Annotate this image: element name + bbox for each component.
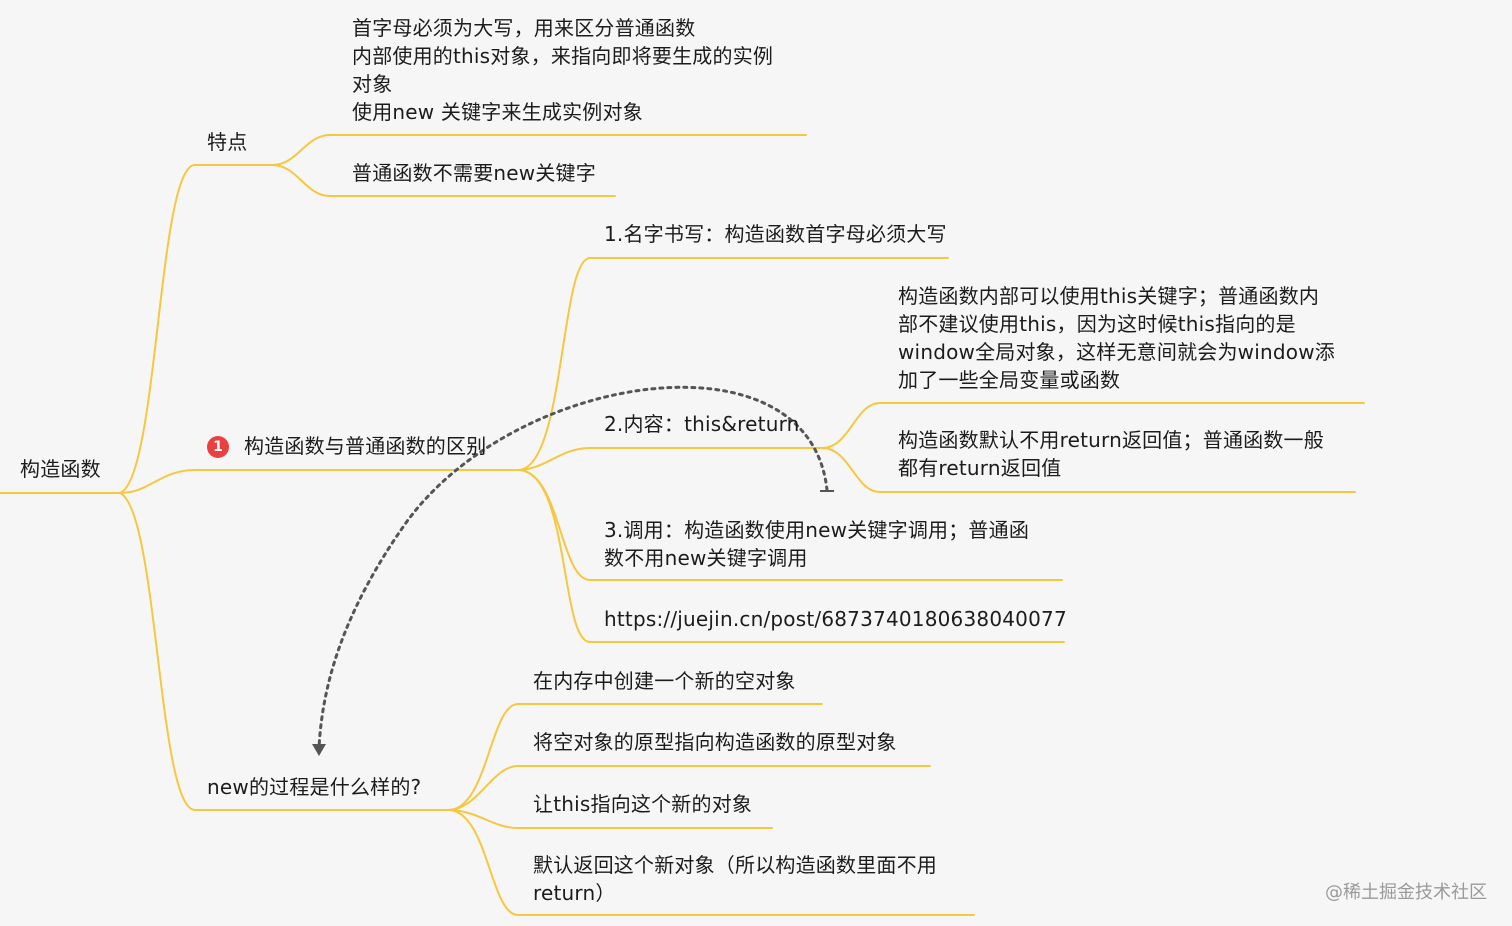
edge-content-2 [821, 447, 1356, 493]
content-child-this[interactable]: 构造函数内部可以使用this关键字；普通函数内 部不建议使用this，因为这时候… [898, 282, 1335, 394]
diff-item-link[interactable]: https://juejin.cn/post/68737401806380400… [604, 607, 1067, 631]
new-step-4-line: 默认返回这个新对象（所以构造函数里面不用 [533, 853, 937, 877]
edge-root-difference [119, 469, 196, 494]
features-item-1-line: 对象 [352, 72, 393, 96]
features-item-1-line: 首字母必须为大写，用来区分普通函数 [352, 16, 696, 40]
new-step-4[interactable]: 默认返回这个新对象（所以构造函数里面不用 return） [533, 851, 937, 907]
edge-content-1 [821, 402, 1365, 449]
edge-features-2 [271, 164, 616, 197]
new-process-node[interactable]: new的过程是什么样的? [207, 775, 422, 799]
priority-1-icon: 1 [207, 436, 229, 458]
edge-root-features [119, 164, 196, 494]
diff-item-call-line: 3.调用：构造函数使用new关键字调用；普通函 [604, 518, 1030, 542]
features-item-1-line: 内部使用的this对象，来指向即将要生成的实例 [352, 44, 774, 68]
root-node[interactable]: 构造函数 [20, 457, 101, 481]
content-child-this-line: 部不建议使用this，因为这时候this指向的是 [898, 312, 1296, 336]
edge-new-4 [447, 809, 975, 916]
watermark: @稀土掘金技术社区 [1325, 882, 1487, 903]
diff-item-call-line: 数不用new关键字调用 [604, 546, 808, 570]
content-child-return-line: 都有return返回值 [898, 456, 1062, 480]
new-step-4-line: return） [533, 881, 616, 905]
relation-arrow-head [312, 744, 326, 756]
edge-new-2 [447, 765, 931, 811]
features-item-1-line: 使用new 关键字来生成实例对象 [352, 100, 643, 124]
relation-arrow [317, 385, 829, 750]
content-child-this-line: 加了一些全局变量或函数 [898, 368, 1121, 392]
edge-new-3 [447, 809, 773, 829]
features-node[interactable]: 特点 [207, 130, 248, 154]
edge-features-1 [271, 134, 807, 166]
difference-node[interactable]: 构造函数与普通函数的区别 [244, 434, 487, 458]
content-child-this-line: 构造函数内部可以使用this关键字；普通函数内 [898, 284, 1320, 308]
features-item-2[interactable]: 普通函数不需要new关键字 [352, 161, 596, 185]
edge-diff-2 [517, 447, 823, 471]
content-child-this-line: window全局对象，这样无意间就会为window添 [898, 340, 1335, 364]
diff-item-name[interactable]: 1.名字书写：构造函数首字母必须大写 [604, 222, 947, 246]
edge-diff-1 [517, 257, 949, 471]
edge-diff-4 [517, 469, 1065, 643]
edge-new-1 [447, 703, 823, 811]
features-item-1[interactable]: 首字母必须为大写，用来区分普通函数 内部使用的this对象，来指向即将要生成的实… [352, 14, 773, 126]
new-step-2[interactable]: 将空对象的原型指向构造函数的原型对象 [533, 730, 897, 754]
diff-item-content[interactable]: 2.内容：this&return [604, 412, 800, 436]
diff-item-call[interactable]: 3.调用：构造函数使用new关键字调用；普通函 数不用new关键字调用 [604, 516, 1029, 572]
new-step-3[interactable]: 让this指向这个新的对象 [533, 792, 753, 816]
content-child-return[interactable]: 构造函数默认不用return返回值；普通函数一般 都有return返回值 [898, 426, 1324, 482]
content-child-return-line: 构造函数默认不用return返回值；普通函数一般 [898, 428, 1324, 452]
edge-root-new [119, 492, 196, 811]
new-step-1[interactable]: 在内存中创建一个新的空对象 [533, 669, 796, 693]
